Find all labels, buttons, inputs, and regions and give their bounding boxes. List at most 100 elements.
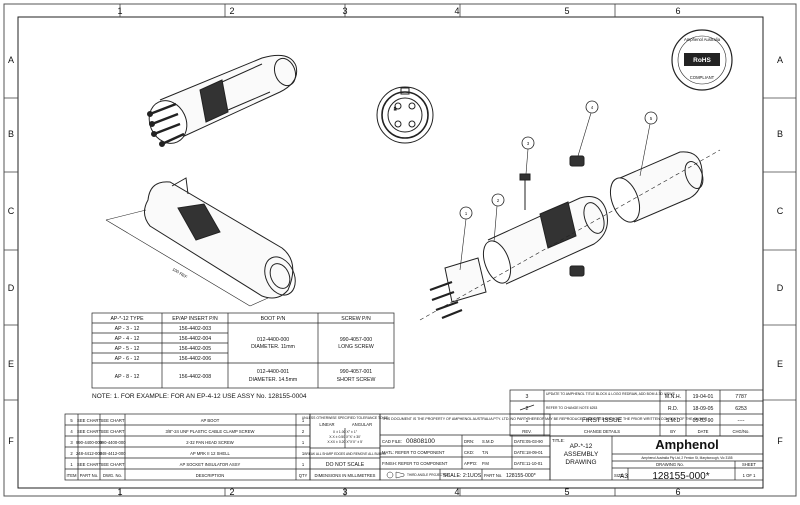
col-label: 4 [454,487,459,497]
bom-part: 248-4412-000 [76,451,103,456]
bom-item: 1 [70,462,73,467]
bom-part: SEE CHART [77,418,101,423]
col-label: 3 [342,6,347,16]
row-label: F [8,436,14,446]
bom-part: SEE CHART [77,429,101,434]
stamp-top-text: Amphenol Australia [684,37,721,42]
rev-header: CHANGE DETAILS [584,429,620,434]
rev-number: 2 [526,406,529,412]
approved-date: DATE:11-10-01 [514,461,543,466]
balloon-label: 5 [650,116,653,121]
tolerance-linear: LINEAR [319,422,334,427]
title-line: AP-*-12 [570,443,593,450]
bom-item: 5 [70,418,73,423]
stamp-mid-text: RoHS [693,57,711,64]
rev-header: BY [670,429,676,434]
grid-columns [119,4,616,496]
spec-insert: 156-4402-003 [179,326,211,332]
bom-qty: 1 [302,462,305,467]
row-label: F [777,436,783,446]
balloon-label: 2 [497,198,500,203]
third-angle-symbol [386,471,405,479]
drawing-number: 128155-000* [652,471,709,482]
checked-date: DATE:18-09-01 [514,450,543,455]
bom-qty: 1 [302,418,305,423]
col-label: 5 [564,487,569,497]
screw-pn: 990-4057-000 [340,337,372,343]
bom-dwg: SEE CHART [101,418,125,423]
sheet-label: SHEET [742,462,756,467]
grid-rows [4,97,796,401]
rev-desc: UPDATE TO AMPHENOL TITLE BLOCK & LOGO RE… [546,392,675,396]
row-label: D [8,283,15,293]
connector-side-view [105,177,296,307]
tolerance-line: X.XX ± 0.20 X°X'X" ± 5' [327,440,363,444]
drawing-no-label: DRAWING No. [656,462,684,467]
bom-item: 3 [70,440,73,445]
col-label: 1 [117,487,122,497]
col-label: 2 [229,6,234,16]
bom-header: QTY [299,473,308,478]
bom-table [64,413,311,481]
rev-header: REV. [522,429,531,434]
drawn-date: DATE:05-03-90 [514,439,543,444]
approved-label: APP'D: [464,461,477,466]
row-label: B [777,129,783,139]
col-label: 2 [229,487,234,497]
rohs-stamp: Amphenol Australia RoHS COMPLIANT [671,29,733,91]
rev-by: S.M.D [666,418,681,424]
connector-front-view: 1 [376,86,434,144]
bom-qty: 2 [302,429,305,434]
title-label: TITLE: [552,438,565,443]
bom-part: 990-4400-000 [76,440,103,445]
row-label: A [8,55,14,65]
approved-value: P.M [482,461,489,466]
row-label: C [8,206,15,216]
svg-text:1: 1 [394,106,397,111]
spec-header: SCREW P/N [341,316,371,322]
drawn-label: DRN: [464,439,474,444]
rev-header: CHG/No. [733,429,750,434]
col-label: 3 [342,487,347,497]
rev-change-no: ---- [738,418,745,424]
bom-header: DESCRIPTION [196,473,225,478]
rev-date: 19-04-01 [693,394,714,400]
bom-qty: 1 [302,451,305,456]
spec-header: AP-*-12 TYPE [110,316,144,322]
title-line: DRAWING [565,459,596,466]
tolerance-line: X.X ± 0.50 X°X' ± 30' [329,435,361,439]
material-label: MATL: REFER TO COMPONENT [382,450,445,455]
boot-pn: 012-4400-001 [257,369,289,375]
tolerance-dims: DIMENSIONS IN MILLIMETRES [315,473,376,478]
bom-desc: 2-32 PAN HEAD SCREW [186,440,233,445]
bom-desc: AP BOOT [201,418,220,423]
balloon-label: 4 [591,105,594,110]
property-notice: THIS DOCUMENT IS THE PROPERTY OF AMPHENO… [382,417,708,421]
rev-number: 1 [526,418,529,424]
bom-part: SEE CHART [77,462,101,467]
spec-type: AP - 3 - 12 [115,326,140,332]
stamp-bottom-text: COMPLIANT [690,75,715,80]
spec-type: AP - 6 - 12 [115,356,140,362]
rev-date: 05-03-90 [693,418,714,424]
tolerance-edges: BREAK ALL SHARP EDGES AND REMOVE ALL BUR… [304,452,385,456]
spec-type: AP - 5 - 12 [115,346,140,352]
screw-pn: 990-4057-001 [340,369,372,375]
sheet-value: 1 OF 1 [743,473,756,478]
row-label: C [777,206,784,216]
bom-desc: 3/8"-24 UNF PLASTIC CABLE CLAMP SCREW [166,429,255,434]
bom-dwg: SEE CHART [101,462,125,467]
bom-header: DWG. No. [103,473,122,478]
dimension-label: 100 REF [171,267,188,280]
bom-dwg: 990-4400-000 [99,440,126,445]
rev-header: DATE [698,429,709,434]
bom-item: 2 [70,451,73,456]
bom-dwg: 248-4412-000 [99,451,126,456]
company-logo: Amphenol [655,437,719,452]
row-label: E [777,359,783,369]
rev-change-no: 7787 [735,394,747,400]
revision-table [509,389,764,437]
cad-file-label: CAD FILE: [382,439,402,444]
